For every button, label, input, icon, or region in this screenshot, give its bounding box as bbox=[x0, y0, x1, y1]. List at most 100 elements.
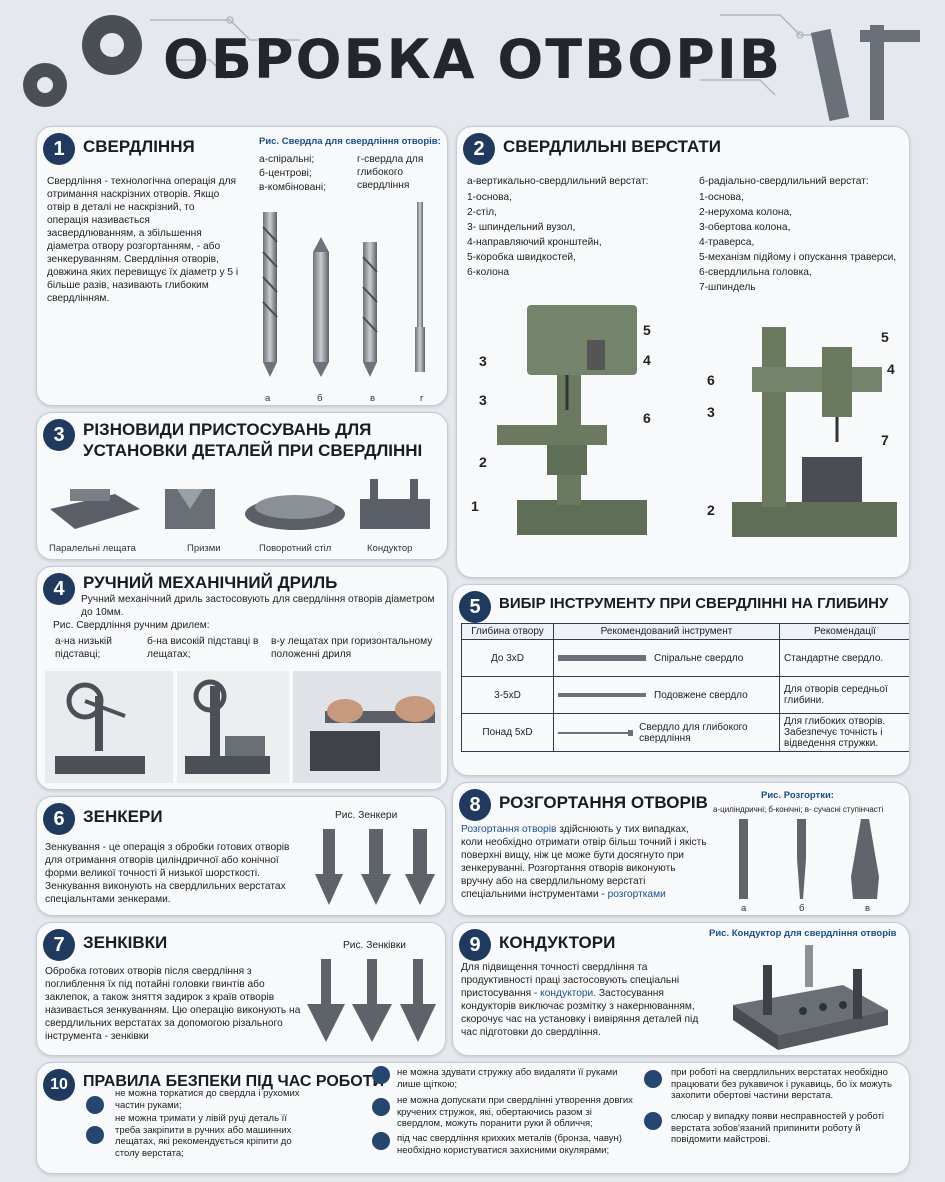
drill-letter: а bbox=[265, 393, 271, 404]
safety-rule: не можна тримати у лівій руці деталь її … bbox=[115, 1113, 292, 1159]
section-title-line1: РІЗНОВИДИ ПРИСТОСУВАНЬ ДЛЯ bbox=[83, 420, 372, 439]
section-drilling: 1 СВЕРДЛІННЯ Свердління - технологічна о… bbox=[36, 126, 448, 406]
no-gloves-icon bbox=[644, 1070, 662, 1088]
chip-warning-icon bbox=[372, 1098, 390, 1116]
radial-item: 2-нерухома колона, bbox=[699, 207, 793, 218]
section-tool-selection: 5 ВИБІР ІНСТРУМЕНТУ ПРИ СВЕРДЛІННІ НА ГЛ… bbox=[452, 584, 910, 776]
cell-tool: Свердло для глибокого свердління bbox=[553, 713, 780, 752]
section-countersinks: 7 ЗЕНКІВКИ Рис. Зенківки Обробка готових… bbox=[36, 922, 446, 1056]
fixture-caption: Паралельні лещата bbox=[49, 543, 136, 554]
cell-depth: Понад 5xD bbox=[461, 713, 554, 752]
radial-item: 1-основа, bbox=[699, 192, 744, 203]
radial-item: 7-шпиндель bbox=[699, 282, 756, 293]
machine-label: 5 bbox=[643, 322, 651, 338]
hand-drill-intro: Ручний механічний дриль застосовують для… bbox=[81, 594, 435, 618]
countersink-description: Обробка готових отворів після свердління… bbox=[45, 966, 301, 1042]
machine-label: 4 bbox=[643, 352, 651, 368]
section-number: 8 bbox=[459, 789, 491, 821]
brush-icon bbox=[372, 1066, 390, 1084]
jigs-description: Для підвищення точності свердління та пр… bbox=[461, 961, 703, 1039]
reaming-term: Розгортання отворів bbox=[461, 824, 557, 835]
reamer-term: розгортками bbox=[607, 889, 666, 900]
section-safety-rules: 10 ПРАВИЛА БЕЗПЕКИ ПІД ЧАС РОБОТИ не мож… bbox=[36, 1062, 910, 1174]
safety-icons bbox=[86, 1066, 662, 1150]
safety-rule: не можна допускати при свердлінні утворе… bbox=[397, 1095, 633, 1129]
safety-rule: при роботі на свердлильних верстатах нео… bbox=[671, 1067, 892, 1101]
fixture-caption: Призми bbox=[187, 543, 221, 554]
section-title: СВЕРДЛИЛЬНІ ВЕРСТАТИ bbox=[503, 137, 722, 156]
cell-recommendation: Для глибоких отворів. Забезпечує точніст… bbox=[779, 713, 909, 752]
cell-tool: Спіральне свердло bbox=[553, 639, 780, 677]
gear-icon bbox=[23, 15, 142, 107]
hand-drill-icon bbox=[310, 696, 435, 771]
cell-recommendation: Стандартне свердло. bbox=[779, 639, 909, 677]
radial-item: 5-механізм підйому і опускання траверси, bbox=[699, 252, 897, 263]
deep-drill-icon bbox=[558, 729, 634, 736]
safety-rule: слюсар у випадку появи несправностей у р… bbox=[671, 1111, 885, 1145]
table-header-row: Глибина отвору Рекомендований інструмент… bbox=[461, 623, 909, 640]
vertical-machine-heading: а-вертикально-свердлильний верстат: bbox=[467, 176, 649, 187]
machine-label: 7 bbox=[881, 432, 889, 448]
figure-caption: Рис. Зенківки bbox=[343, 940, 406, 951]
figure-caption: Рис. Кондуктор для свердління отворів bbox=[709, 928, 897, 939]
twist-drill-icon bbox=[262, 212, 278, 377]
radial-item: 6-свердлильна головка, bbox=[699, 267, 812, 278]
vertical-drill-press-illustration bbox=[497, 305, 647, 535]
drill-variant-b: б-на високій підставці в лещатах; bbox=[147, 636, 259, 660]
background-decoration bbox=[23, 14, 920, 122]
machine-label: 6 bbox=[707, 372, 715, 388]
tool-name: Спіральне свердло bbox=[654, 652, 744, 664]
machine-label: 2 bbox=[479, 454, 487, 470]
section-number: 7 bbox=[43, 929, 75, 961]
section-title: ЗЕНКЕРИ bbox=[83, 807, 163, 826]
vertical-item: 1-основа, bbox=[467, 192, 512, 203]
section-title: ВИБІР ІНСТРУМЕНТУ ПРИ СВЕРДЛІННІ НА ГЛИБ… bbox=[499, 595, 889, 612]
machine-label: 3 bbox=[707, 404, 715, 420]
deep-drill-icon bbox=[415, 202, 425, 372]
section-title: СВЕРДЛІННЯ bbox=[83, 137, 195, 156]
extended-drill-icon bbox=[558, 693, 646, 697]
radial-drill-press-illustration bbox=[732, 327, 897, 537]
section-number: 4 bbox=[43, 573, 75, 605]
drill-letter: б bbox=[317, 393, 323, 404]
radial-item: 3-обертова колона, bbox=[699, 222, 791, 233]
hand-drill-illustration bbox=[45, 671, 441, 783]
hand-drill-icon bbox=[55, 682, 145, 774]
fixture-caption: Поворотний стіл bbox=[259, 543, 332, 554]
section-title: РОЗГОРТАННЯ ОТВОРІВ bbox=[499, 793, 708, 812]
section-number: 1 bbox=[43, 133, 75, 165]
drill-bits-illustration bbox=[262, 202, 425, 377]
fixture-caption: Кондуктор bbox=[367, 543, 413, 554]
center-drill-icon bbox=[313, 237, 329, 377]
tool-table: Глибина отвору Рекомендований інструмент… bbox=[461, 623, 909, 752]
cell-recommendation: Для отворів середньої глибини. bbox=[779, 676, 909, 714]
drill-variant-v: в-у лещатах при горизонтальному положенн… bbox=[271, 636, 433, 660]
legend-b: б-центрові; bbox=[259, 168, 312, 179]
cell-depth: 3-5xD bbox=[461, 676, 554, 714]
combined-drill-icon bbox=[362, 242, 378, 377]
vertical-item: 3- шпиндельний вузол, bbox=[467, 222, 576, 233]
section-number: 5 bbox=[459, 591, 491, 623]
section-number: 9 bbox=[459, 929, 491, 961]
section-title-line2: УСТАНОВКИ ДЕТАЛЕЙ ПРИ СВЕРДЛІННІ bbox=[83, 441, 423, 460]
figure-caption: Рис. Розгортки: bbox=[761, 790, 834, 801]
figure-caption: Рис. Зенкери bbox=[335, 810, 398, 821]
reaming-description: Розгортання отворів здійснюють у тих вип… bbox=[461, 823, 707, 901]
tool-name: Свердло для глибокого свердління bbox=[639, 721, 748, 744]
machine-label: 4 bbox=[887, 361, 895, 377]
machine-label: 5 bbox=[881, 329, 889, 345]
header-recommendation: Рекомендації bbox=[779, 623, 909, 640]
cell-depth: До 3xD bbox=[461, 639, 554, 677]
caliper-icon bbox=[810, 25, 920, 122]
legend-v: в-комбіновані; bbox=[259, 182, 327, 193]
countersinks-illustration bbox=[307, 959, 436, 1042]
vise-icon bbox=[50, 489, 140, 529]
legend-a: а-спіральні; bbox=[259, 154, 315, 165]
vertical-item: 4-направляючий кронштейн, bbox=[467, 237, 602, 248]
drill-letter: г bbox=[420, 393, 424, 404]
table-row: Понад 5xD Свердло для глибокого свердлін… bbox=[461, 713, 909, 752]
drilling-description: Свердління - технологічна операція для о… bbox=[47, 176, 239, 304]
section-reaming: 8 РОЗГОРТАННЯ ОТВОРІВ Рис. Розгортки: а-… bbox=[452, 782, 910, 916]
section-title: ЗЕНКІВКИ bbox=[83, 933, 168, 952]
radial-machine-heading: б-радіально-свердлильний верстат: bbox=[699, 176, 869, 187]
